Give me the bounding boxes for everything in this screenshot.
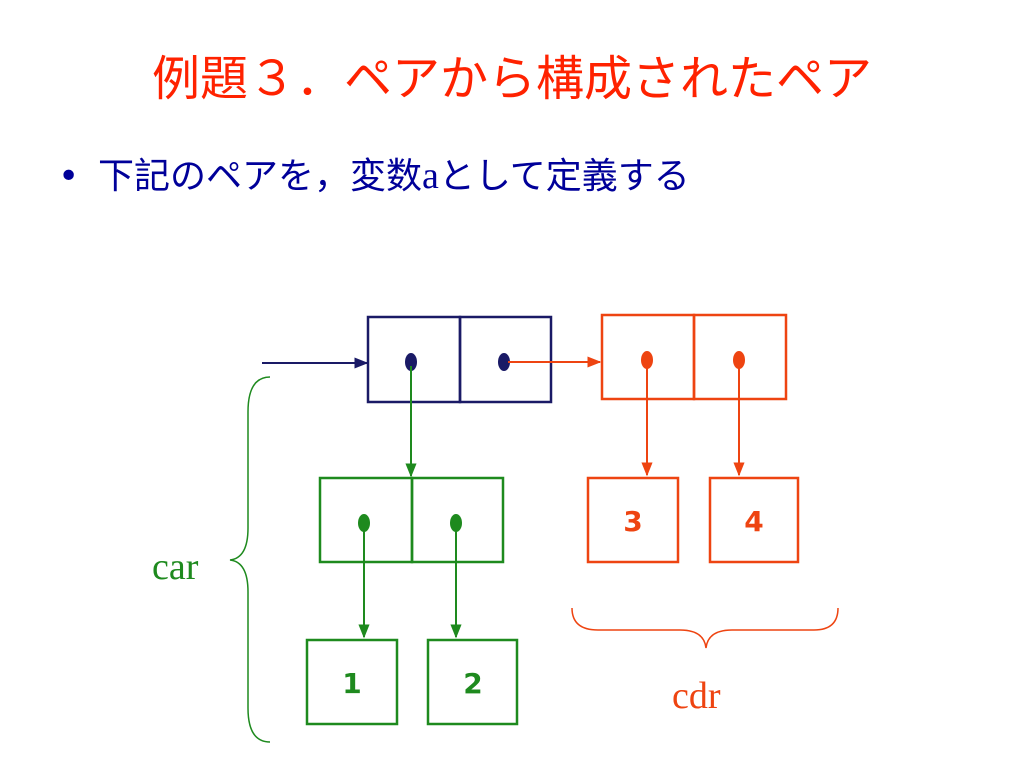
car-pair <box>318 476 505 564</box>
value-box-2 <box>426 638 519 726</box>
car-label: car <box>152 546 199 588</box>
value-1: 1 <box>342 667 361 700</box>
bullet-item: • 下記のペアを，変数aとして定義する <box>58 146 690 207</box>
variable-name: a <box>422 155 439 197</box>
value-box-4 <box>708 476 800 564</box>
car-pair-cdr-cell <box>410 476 505 564</box>
slide-title: 例題３．ペアから構成されたペア <box>151 51 872 107</box>
bullet-text-before: 下記のペアを，変数 <box>98 156 423 197</box>
car-car-pointer-dot <box>358 514 370 532</box>
cdr-label: cdr <box>672 675 721 717</box>
value-3: 3 <box>623 505 642 538</box>
value-2: 2 <box>463 667 482 700</box>
root-cdr-pointer-dot <box>498 353 510 371</box>
root-car-pointer-dot <box>405 353 417 371</box>
root-pair <box>366 315 553 404</box>
cdr-pair <box>600 313 788 401</box>
cdr-brace <box>571 607 839 649</box>
value-box-3 <box>586 476 680 564</box>
bullet-text-after: として定義する <box>438 156 690 197</box>
car-cdr-pointer-dot <box>450 514 462 532</box>
bullet-marker: • <box>58 156 80 197</box>
cdr-cdr-pointer-dot <box>733 351 745 369</box>
value-4: 4 <box>744 505 763 538</box>
cdr-car-pointer-dot <box>641 351 653 369</box>
car-brace <box>229 376 271 743</box>
root-pair-cdr-cell <box>458 315 553 404</box>
value-box-1 <box>305 638 399 726</box>
